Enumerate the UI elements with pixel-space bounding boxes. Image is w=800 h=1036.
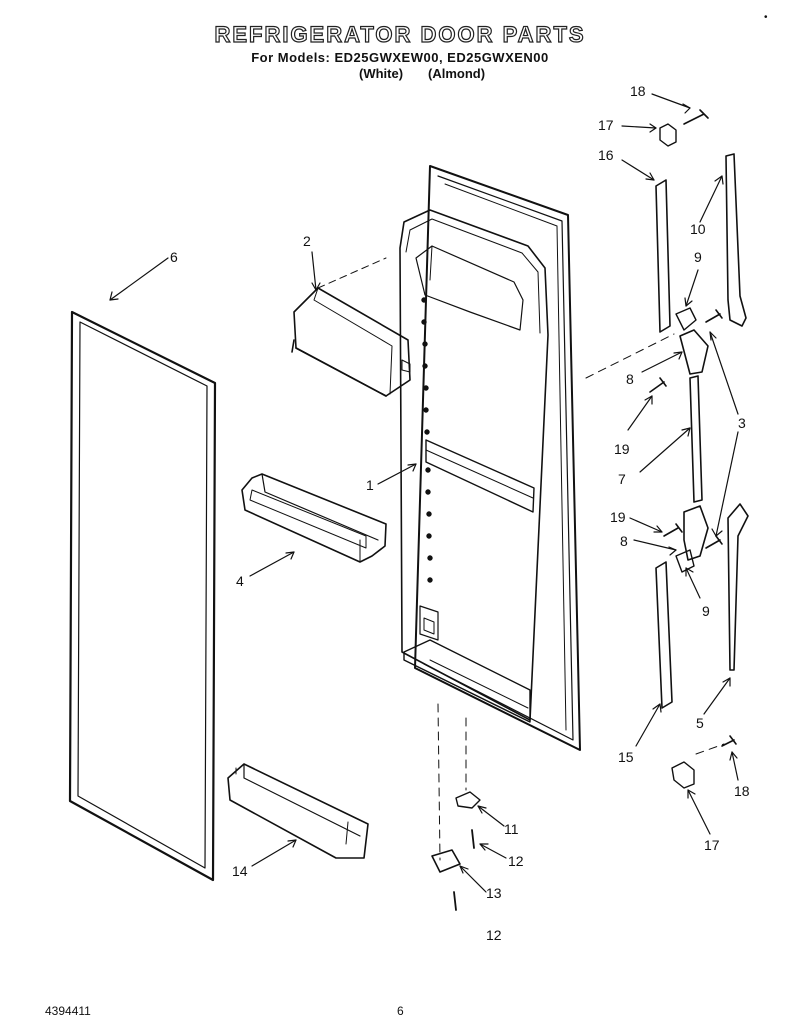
hinge-screw-upper [705, 309, 723, 323]
trim-lower [655, 561, 673, 709]
door-gasket [68, 310, 217, 882]
callout-8-upper: 8 [626, 371, 634, 387]
color-almond-label: (Almond) [428, 66, 486, 81]
strip-middle [689, 375, 703, 503]
door-shelf [241, 473, 387, 563]
callout-4: 4 [236, 573, 244, 589]
corner-mark: • [764, 12, 768, 23]
callout-19-upper: 19 [614, 441, 630, 457]
dairy-bin [291, 257, 411, 397]
strip-upper-right [725, 153, 747, 327]
callout-13: 13 [486, 885, 502, 901]
screw-12-lower [453, 891, 457, 911]
leader-lines [109, 93, 739, 893]
callout-18-top: 18 [630, 83, 646, 99]
callout-8-lower: 8 [620, 533, 628, 549]
bottom-shelf [227, 763, 369, 859]
callout-1: 1 [366, 477, 374, 493]
screw-top [683, 109, 709, 125]
screw-12-upper [471, 829, 475, 849]
callout-18-bottom: 18 [734, 783, 750, 799]
callout-19-lower: 19 [610, 509, 626, 525]
callout-12-upper: 12 [508, 853, 524, 869]
models-line: For Models: ED25GWXEW00, ED25GWXEN00 [251, 50, 549, 65]
callout-10: 10 [690, 221, 706, 237]
callout-3-top: 3 [738, 415, 746, 431]
callout-9-lower: 9 [702, 603, 710, 619]
cap-upper [679, 329, 709, 375]
clip-lower [675, 549, 695, 573]
callout-17-bottom: 17 [704, 837, 720, 853]
callout-7: 7 [618, 471, 626, 487]
clip-upper [675, 307, 697, 331]
stop-bottom [671, 761, 695, 789]
cap-lower [683, 505, 709, 561]
callout-14: 14 [232, 863, 248, 879]
door-liner [399, 165, 581, 751]
callout-6: 6 [170, 249, 178, 265]
alignment-lines [437, 333, 725, 861]
stop-top [659, 123, 677, 147]
bottom-hinge [455, 791, 481, 809]
strip-lower-right [727, 503, 749, 671]
callout-16: 16 [598, 147, 614, 163]
callout-2: 2 [303, 233, 311, 249]
hinge-screw-lower [705, 535, 723, 549]
callout-11: 11 [504, 821, 519, 837]
doc-number: 4394411 [45, 1004, 91, 1018]
callout-12-lower: 12 [486, 927, 502, 943]
callout-15: 15 [618, 749, 634, 765]
callout-5: 5 [696, 715, 704, 731]
diagram-title: REFRIGERATOR DOOR PARTS [214, 21, 586, 47]
callout-9-upper: 9 [694, 249, 702, 265]
screw-bottom [721, 735, 737, 747]
callout-17-top: 17 [598, 117, 614, 133]
hinge-bracket [431, 849, 461, 873]
page-number: 6 [397, 1004, 404, 1018]
screw-19-lower [663, 523, 683, 537]
screw-19-upper [649, 377, 667, 393]
trim-upper [655, 179, 671, 333]
color-white-label: (White) [359, 66, 404, 81]
